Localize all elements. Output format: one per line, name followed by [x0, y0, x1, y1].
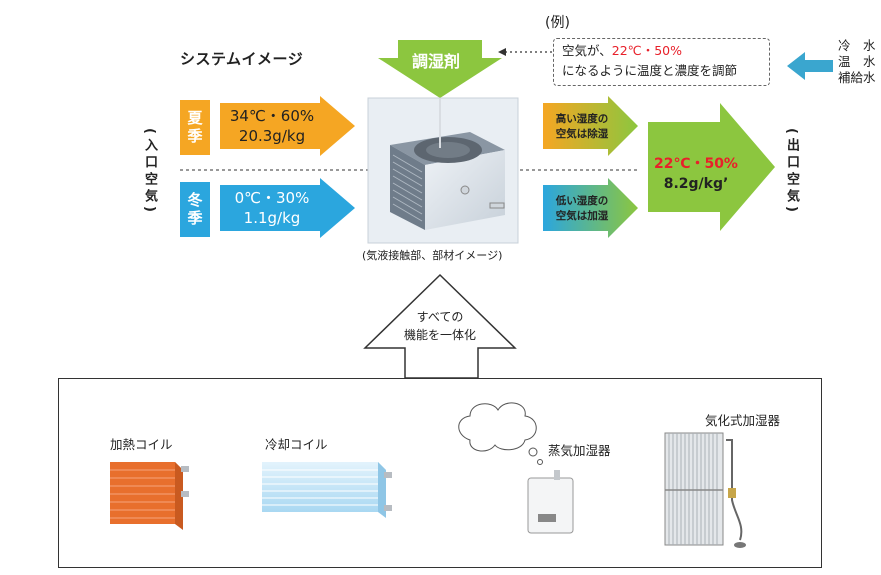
- heating-coil-illustration: [110, 462, 189, 530]
- example-label: (例): [545, 15, 570, 31]
- outlet-conditions: 22℃・50% 8.2g/kg’: [646, 154, 746, 194]
- heating-coil-label: 加熱コイル: [110, 437, 173, 452]
- summer-abs-humidity: 20.3g/kg: [238, 127, 306, 145]
- desiccant-arrow: [378, 40, 502, 98]
- water-supply-labels: 冷 水 温 水 補給水: [838, 38, 876, 86]
- note-line2: になるように温度と濃度を調節: [562, 63, 738, 78]
- dehumidify-arrow: [543, 96, 638, 156]
- winter-conditions: 0℃・30% 1.1g/kg: [222, 188, 322, 228]
- diagram-title: システムイメージ: [180, 50, 304, 68]
- integration-text: すべての 機能を一体化: [390, 308, 490, 344]
- evaporative-humidifier-illustration: [664, 432, 746, 548]
- humidify-line1: 低い湿度の: [555, 195, 609, 207]
- steam-humidifier-label: 蒸気加湿器: [548, 443, 611, 458]
- winter-badge: 冬季: [180, 182, 210, 237]
- note-connector-arrowhead: [498, 48, 506, 56]
- control-note: 空気が、22℃・50% になるように温度と濃度を調節: [553, 38, 770, 86]
- summer-inlet-arrow: [220, 96, 355, 156]
- contact-unit-illustration: [390, 98, 505, 230]
- humidify-line2: 空気は加湿: [555, 210, 609, 222]
- outlet-abs-humidity: 8.2g/kg’: [663, 176, 729, 192]
- outlet-arrow: [648, 103, 775, 231]
- winter-abs-humidity: 1.1g/kg: [243, 209, 301, 227]
- integration-line2: 機能を一体化: [403, 328, 476, 342]
- dehumidify-line2: 空気は除湿: [555, 128, 609, 140]
- steam-cloud-illustration: [458, 402, 543, 465]
- integration-line1: すべての: [416, 310, 464, 324]
- water-makeup: 補給水: [838, 70, 876, 85]
- outlet-air-label: (出口空気): [784, 128, 799, 216]
- components-box: [58, 378, 822, 568]
- winter-inlet-arrow: [220, 178, 355, 238]
- outlet-temp-rh: 22℃・50%: [654, 156, 738, 172]
- dehumidify-text: 高い湿度の 空気は除湿: [547, 112, 617, 142]
- cooling-coil-illustration: [262, 462, 392, 518]
- summer-conditions: 34℃・60% 20.3g/kg: [222, 106, 322, 146]
- summer-badge: 夏季: [180, 100, 210, 155]
- humidify-text: 低い湿度の 空気は加湿: [547, 194, 617, 224]
- water-hot: 温 水: [838, 54, 876, 69]
- note-target-condition: 22℃・50%: [611, 43, 682, 58]
- water-cold: 冷 水: [838, 38, 876, 53]
- evaporative-humidifier-label: 気化式加湿器: [705, 413, 781, 428]
- desiccant-label: 調湿剤: [412, 52, 461, 71]
- summer-temp-rh: 34℃・60%: [229, 107, 315, 125]
- unit-caption: (気液接触部、部材イメージ): [362, 249, 503, 262]
- steam-humidifier-illustration: [527, 470, 574, 534]
- water-supply-arrow: [787, 52, 833, 80]
- winter-temp-rh: 0℃・30%: [234, 189, 310, 207]
- humidify-arrow: [543, 178, 638, 238]
- dehumidify-line1: 高い湿度の: [555, 113, 609, 125]
- cooling-coil-label: 冷却コイル: [265, 437, 328, 452]
- inlet-air-label: (入口空気): [142, 128, 157, 216]
- note-line1-prefix: 空気が、: [562, 43, 612, 58]
